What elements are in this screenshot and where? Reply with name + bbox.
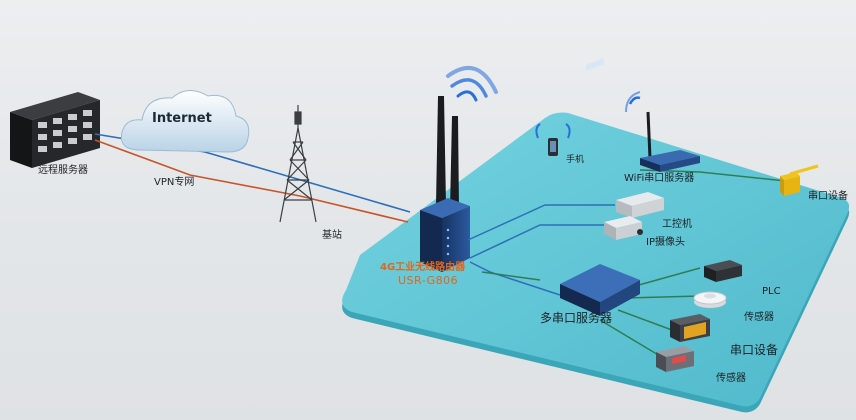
- vpn-label: VPN专网: [154, 177, 195, 188]
- plc-device: [704, 260, 742, 282]
- sensor-label-1: 传感器: [744, 312, 774, 323]
- phone-device: [535, 123, 571, 156]
- sensor-device-1: [693, 291, 727, 308]
- ipc-label: 工控机: [662, 219, 692, 230]
- wifi-serial-server: [625, 91, 700, 172]
- serial-device-label: 串口设备: [730, 343, 779, 357]
- multi-serial-server: [560, 58, 640, 316]
- remote-server-rack: [10, 92, 100, 168]
- industrial-pc: [616, 192, 664, 218]
- base-station-tower: [279, 105, 317, 223]
- ip-camera-label: IP摄像头: [646, 237, 685, 248]
- base-station-label: 基站: [322, 230, 342, 241]
- wifi-server-label: WiFi串口服务器: [624, 173, 695, 184]
- sensor-label-2: 传感器: [716, 373, 746, 384]
- serial-device-top-label: 串口设备: [808, 191, 848, 202]
- serial-device-barrier: [780, 164, 819, 196]
- router-device: [420, 96, 470, 272]
- router-wifi-signal-icon: [446, 66, 498, 102]
- ip-camera: [604, 216, 643, 240]
- router-model-label: USR-G806: [398, 274, 459, 287]
- phone-label: 手机: [566, 155, 585, 165]
- plc-label: PLC: [762, 286, 781, 297]
- internet-label: Internet: [152, 111, 212, 126]
- platform: [342, 112, 850, 413]
- internet-cloud: [120, 90, 250, 153]
- serial-device-panel: [670, 314, 710, 342]
- router-label: 4G工业无线路由器: [380, 262, 466, 273]
- multi-server-label: 多串口服务器: [540, 311, 613, 325]
- remote-server-label: 远程服务器: [38, 165, 88, 176]
- sensor-device-2: [656, 346, 694, 372]
